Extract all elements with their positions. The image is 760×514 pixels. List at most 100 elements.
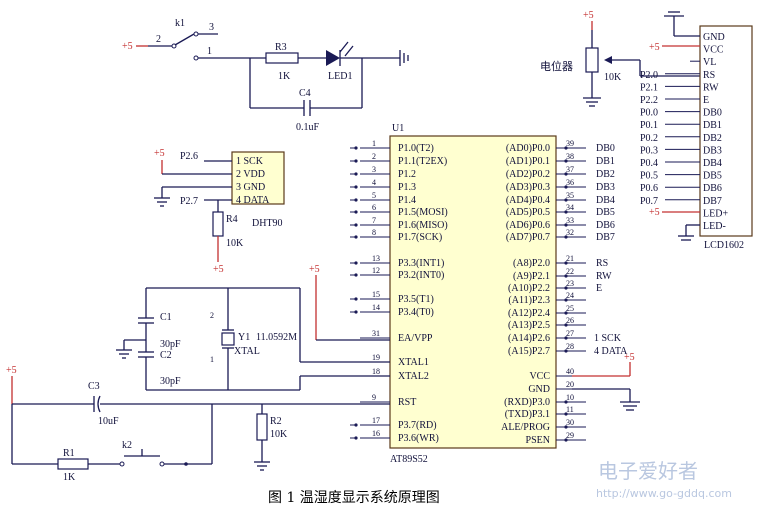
k1-pin-2: 2	[156, 34, 161, 45]
mcu-left-pin-name: P3.3(INT1)	[398, 258, 444, 269]
c4-ref: C4	[299, 88, 311, 99]
mcu-ref: U1	[392, 123, 404, 134]
lcd-body	[699, 25, 753, 237]
mcu-right-pin-number: 24	[566, 291, 574, 300]
power-label-pot: +5	[583, 10, 594, 21]
mcu-pin-dot	[564, 323, 568, 327]
mcu-net-label: DB2	[596, 169, 615, 180]
mcu-net-label: DB4	[596, 195, 615, 206]
mcu-pin-dot	[564, 286, 568, 290]
power-label-dht: +5	[154, 148, 165, 159]
mcu-left-pin-number: 12	[372, 266, 380, 275]
r4-body	[212, 211, 224, 237]
led-ref: LED1	[328, 71, 352, 82]
mcu-right-pin-name: (A10)P2.2	[508, 283, 550, 294]
mcu-right-pin-number: 26	[566, 316, 574, 325]
lcd-pin-label: E	[703, 95, 709, 106]
mcu-right-pin-number: 35	[566, 191, 574, 200]
mcu-right-pin-name: (AD5)P0.5	[506, 207, 550, 218]
c2-value: 30pF	[160, 376, 181, 387]
mcu-right-pin-number: 23	[566, 279, 574, 288]
k1-ref: k1	[175, 18, 185, 29]
mcu-right-pin-number: 10	[566, 393, 574, 402]
mcu-right-pin-name: ALE/PROG	[501, 422, 550, 433]
mcu-left-pin-name: P1.2	[398, 169, 416, 180]
pot-value: 10K	[604, 72, 622, 83]
mcu-net-label: DB0	[596, 143, 615, 154]
mcu-right-pin-number: 34	[566, 203, 574, 212]
power-label-vcc: +5	[624, 352, 635, 363]
mcu-left-pin-name: XTAL2	[398, 371, 429, 382]
mcu-pin-dot	[564, 146, 568, 150]
mcu-left-pin-number: 18	[372, 367, 380, 376]
figure-caption: 图 1 温湿度显示系统原理图	[268, 490, 440, 506]
mcu-left-pin-name: P3.7(RD)	[398, 420, 437, 431]
clock-circuit: C1 30pF C2 30pF 2 1 Y1 11.0592M XTAL +5	[116, 264, 390, 391]
mcu-left-pin-number: 9	[372, 393, 376, 402]
crystal-pin-2: 2	[210, 311, 214, 320]
crystal-value: 11.0592M	[256, 332, 297, 343]
lcd-ref: LCD1602	[704, 240, 744, 251]
mcu-left-pin-name: P1.6(MISO)	[398, 220, 448, 231]
dht-pin-3: 3 GND	[236, 182, 265, 193]
mcu-pin-dot	[564, 425, 568, 429]
mcu-left-pin-number: 6	[372, 203, 376, 212]
mcu-right-pin-number: 25	[566, 304, 574, 313]
lcd-port-label: P0.1	[640, 120, 658, 131]
lcd-pin-label: RS	[703, 70, 715, 81]
mcu-right-pin-number: 40	[566, 367, 574, 376]
mcu-left-pin-number: 19	[372, 353, 380, 362]
pot-name: 电位器	[540, 59, 573, 73]
mcu-right-pin-name: (AD6)P0.6	[506, 220, 550, 231]
mcu-right-pin-number: 39	[566, 139, 574, 148]
mcu-pin-dot	[564, 235, 568, 239]
mcu-pin-dot	[564, 349, 568, 353]
mcu-left-pin-name: P3.4(T0)	[398, 307, 434, 318]
mcu-pin-dot	[564, 223, 568, 227]
power-label-led: +5	[649, 207, 660, 218]
c1-value: 30pF	[160, 339, 181, 350]
power-label-ea: +5	[309, 264, 320, 275]
mcu-right-pin-number: 28	[566, 342, 574, 351]
r1-ref: R1	[63, 448, 75, 459]
c1-ref: C1	[160, 312, 172, 323]
r4-ref: R4	[226, 214, 238, 225]
mcu-left-pin-number: 5	[372, 191, 376, 200]
mcu-left-pin-number: 7	[372, 216, 376, 225]
mcu-net-label: DB6	[596, 220, 615, 231]
mcu-left-pin-name: P1.1(T2EX)	[398, 156, 447, 167]
mcu-left-pin-number: 31	[372, 329, 380, 338]
mcu-left-pin-name: P1.0(T2)	[398, 143, 434, 154]
mcu-net-label: RS	[596, 258, 608, 269]
mcu-right-pin-name: PSEN	[526, 435, 550, 446]
crystal-type: XTAL	[234, 346, 260, 357]
lcd-port-label: P0.3	[640, 145, 658, 156]
lcd-port-label: P0.0	[640, 108, 658, 119]
mcu-left-pin-number: 8	[372, 228, 376, 237]
mcu-right-pin-number: 33	[566, 216, 574, 225]
lcd-port-label: P2.1	[640, 82, 658, 93]
mcu-right-pin-name: (TXD)P3.1	[505, 409, 550, 420]
lcd-pin-label: DB5	[703, 171, 722, 182]
mcu-left-pin-number: 2	[372, 152, 376, 161]
c3-value: 10uF	[98, 416, 119, 427]
lcd-pin-label: GND	[703, 32, 725, 43]
dht90-sensor: 1 SCK 2 VDD 3 GND 4 DATA DHT90 P2.6 +5 P…	[154, 148, 285, 275]
mcu-right-pin-name: (AD7)P0.7	[506, 232, 550, 243]
mcu-left-pin-number: 16	[372, 429, 380, 438]
mcu-right-pin-name: VCC	[529, 371, 550, 382]
mcu-left-pin-number: 4	[372, 178, 376, 187]
mcu-pin-dot	[564, 400, 568, 404]
lcd-pin-label: RW	[703, 82, 719, 93]
mcu-right-pin-name: GND	[528, 384, 550, 395]
mcu-pin-dot	[564, 261, 568, 265]
lcd-port-label: P0.5	[640, 171, 658, 182]
r3-ref: R3	[275, 42, 287, 53]
mcu-right-pin-name: (RXD)P3.0	[504, 397, 550, 408]
mcu-right-pin-name: (A8)P2.0	[513, 258, 550, 269]
mcu-right-pin-number: 21	[566, 254, 574, 263]
potentiometer: +5 电位器 10K	[540, 10, 700, 107]
mcu-pin-dot	[564, 198, 568, 202]
lcd-pin-label: LED+	[703, 208, 728, 219]
